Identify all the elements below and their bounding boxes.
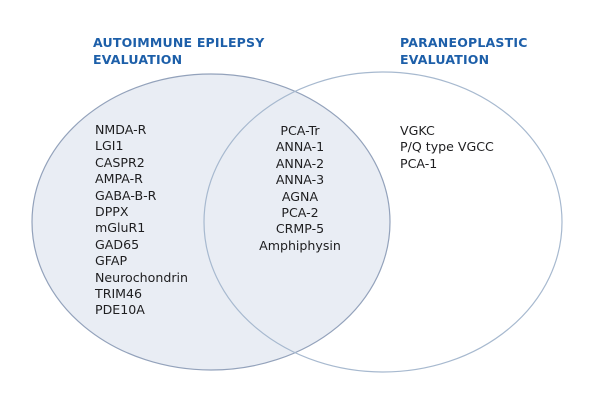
intersection-items: PCA-Tr ANNA-1 ANNA-2 ANNA-3 AGNA PCA-2 C…	[259, 123, 341, 253]
right-circle	[203, 71, 563, 373]
left-set-items: NMDA-R LGI1 CASPR2 AMPA-R GABA-B-R DPPX …	[95, 122, 189, 318]
right-set-items: VGKC P/Q type VGCC PCA-1	[400, 123, 494, 171]
left-circle	[31, 73, 391, 371]
right-set-title: PARANEOPLASTIC EVALUATION	[400, 35, 528, 67]
left-set-title: AUTOIMMUNE EPILEPSY EVALUATION	[93, 35, 265, 67]
